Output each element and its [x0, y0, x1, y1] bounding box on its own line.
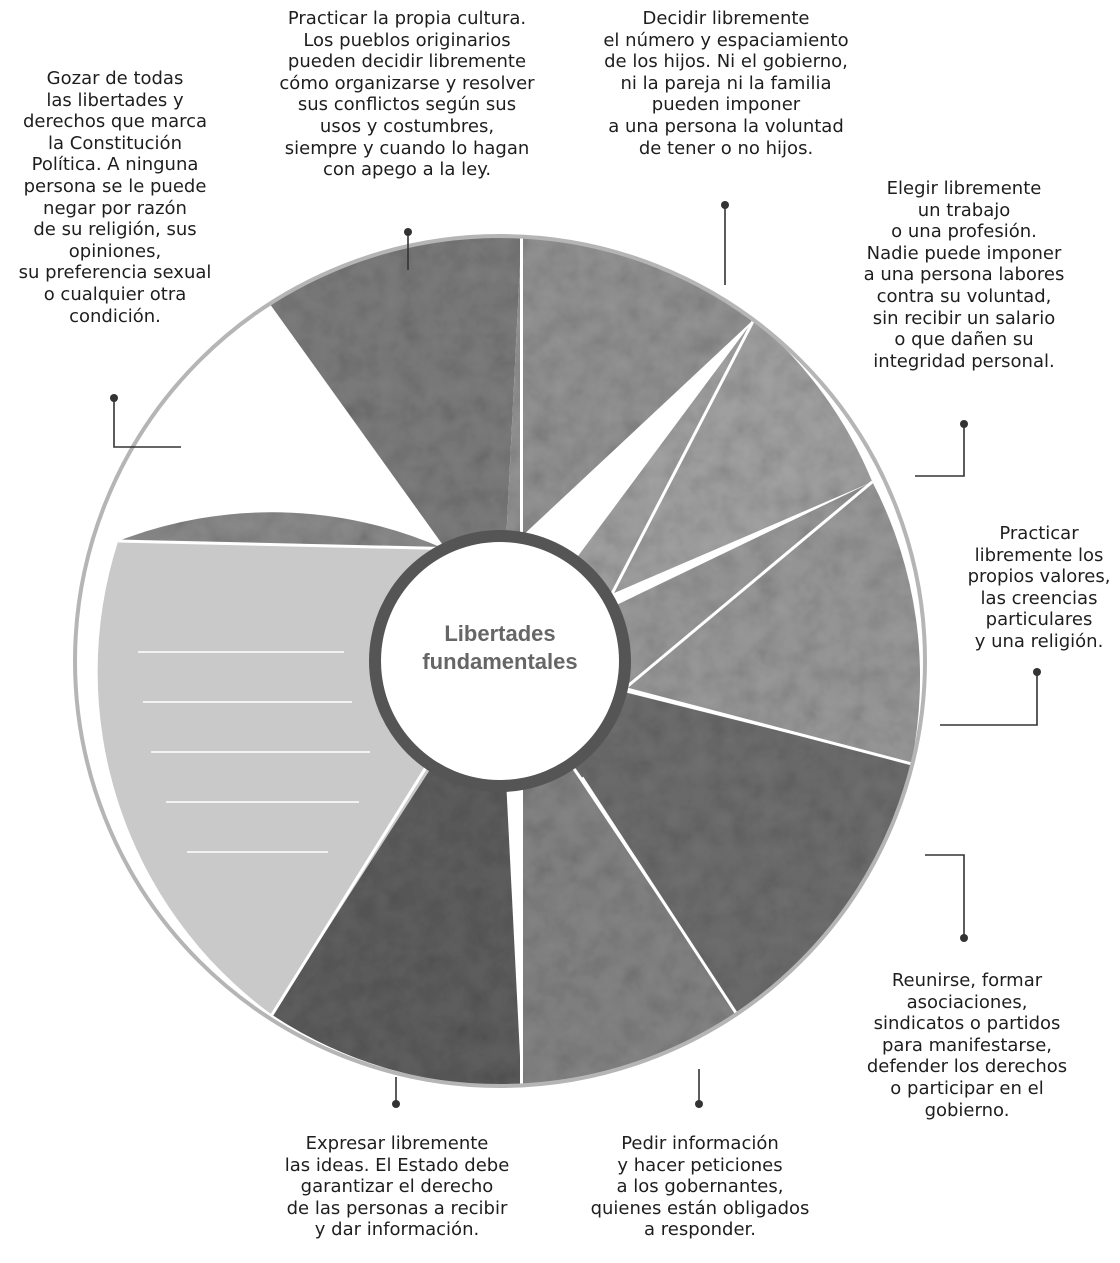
dot-man-speaking-audience — [695, 1100, 703, 1108]
caption-man-speaking-audience: Pedir información y hacer peticiones a l… — [590, 1133, 810, 1241]
writing-lines — [138, 651, 370, 853]
segment-crowd-meeting — [500, 661, 912, 1015]
center-label: Libertades fundamentales — [422, 621, 578, 674]
dot-woman-praying — [1033, 668, 1041, 676]
leader-teens-sitting — [113, 398, 181, 448]
photo-woman-praying — [500, 481, 921, 764]
dot-woman-sewing — [960, 420, 968, 428]
segment-family-group — [500, 236, 754, 661]
callout-dots — [110, 201, 1041, 1108]
caption-teens-sitting: Gozar de todas las libertades y derechos… — [18, 68, 212, 327]
dot-crowd-meeting — [960, 934, 968, 942]
dot-indigenous-culture — [404, 228, 412, 236]
caption-boy-microphone: Expresar libremente las ideas. El Estado… — [284, 1133, 510, 1241]
caption-indigenous-culture: Practicar la propia cultura. Los pueblos… — [279, 8, 535, 181]
leader-woman-sewing — [915, 424, 965, 477]
caption-crowd-meeting: Reunirse, formar asociaciones, sindicato… — [866, 970, 1068, 1121]
photo-family-group — [500, 236, 754, 661]
callout-leaders — [113, 205, 1038, 1104]
dot-teens-sitting — [110, 394, 118, 402]
dot-family-group — [721, 201, 729, 209]
caption-woman-praying: Practicar libremente los propios valores… — [967, 523, 1111, 652]
outer-ring — [73, 234, 927, 1088]
segment-woman-praying — [500, 481, 921, 764]
leader-woman-praying — [940, 672, 1038, 726]
caption-woman-sewing: Elegir libremente un trabajo o una profe… — [863, 178, 1065, 372]
wedge-separators — [118, 236, 912, 1086]
caption-family-group: Decidir libremente el número y espaciami… — [603, 8, 849, 159]
leader-crowd-meeting — [925, 854, 965, 938]
photo-crowd-meeting — [500, 661, 912, 1015]
dot-boy-microphone — [392, 1100, 400, 1108]
center-disc — [381, 542, 619, 780]
